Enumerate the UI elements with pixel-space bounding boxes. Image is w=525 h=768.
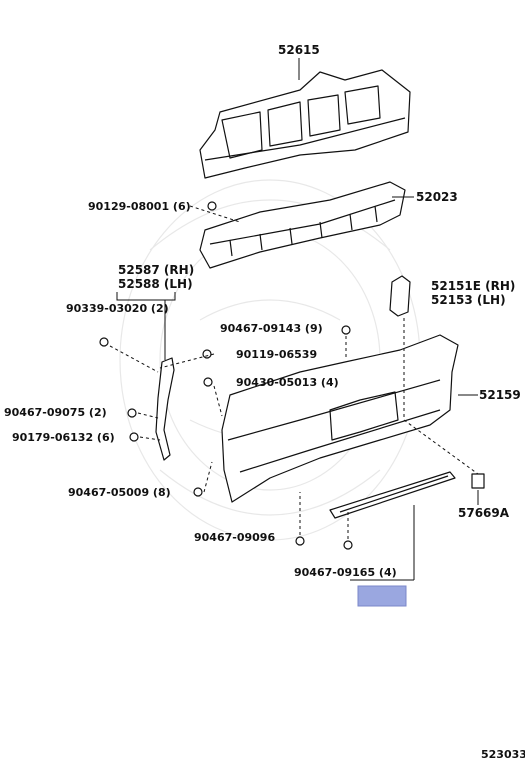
- image-code: 523033: [481, 748, 525, 761]
- fastener-90467-09165[interactable]: [343, 540, 353, 550]
- label-90467-09165: 90467-09165 (4): [294, 566, 397, 579]
- part-57669a-clip[interactable]: [471, 473, 485, 489]
- fastener-90179[interactable]: [129, 432, 139, 442]
- label-52023: 52023: [416, 190, 458, 204]
- label-90179: 90179-06132 (6): [12, 431, 115, 444]
- selected-part-highlight[interactable]: [357, 585, 407, 607]
- fastener-90430[interactable]: [203, 377, 213, 387]
- fastener-90467-09075[interactable]: [127, 408, 137, 418]
- label-52587: 52587 (RH): [118, 263, 194, 277]
- label-90467-09075: 90467-09075 (2): [4, 406, 107, 419]
- label-57669a: 57669A: [458, 506, 510, 520]
- label-90119: 90119-06539: [236, 348, 317, 361]
- label-52153: 52153 (LH): [431, 293, 506, 307]
- label-90430: 90430-05013 (4): [236, 376, 339, 389]
- fastener-90467-09143[interactable]: [341, 325, 351, 335]
- label-90339: 90339-03020 (2): [66, 302, 169, 315]
- leader-lines: [109, 58, 479, 581]
- part-52615-bracket[interactable]: [199, 69, 411, 179]
- part-lower-strip[interactable]: [329, 471, 456, 519]
- label-90467-09096: 90467-09096: [194, 531, 275, 544]
- fastener-90119[interactable]: [202, 349, 212, 359]
- label-52615: 52615: [278, 43, 320, 57]
- label-90129: 90129-08001 (6): [88, 200, 191, 213]
- part-52587-retainer[interactable]: [155, 357, 175, 461]
- fastener-90339[interactable]: [99, 337, 109, 347]
- fastener-90467-09096[interactable]: [295, 536, 305, 546]
- label-90467-05009: 90467-05009 (8): [68, 486, 171, 499]
- part-52023-reinforcement[interactable]: [199, 181, 406, 269]
- fastener-90467-05009[interactable]: [193, 487, 203, 497]
- part-52151e-bracket[interactable]: [389, 275, 411, 317]
- fasteners: [99, 201, 353, 550]
- fastener-90129[interactable]: [207, 201, 217, 211]
- label-52159: 52159: [479, 388, 521, 402]
- part-52159-bumper-cover[interactable]: [221, 334, 459, 503]
- label-52588: 52588 (LH): [118, 277, 193, 291]
- label-52151e: 52151E (RH): [431, 279, 515, 293]
- label-90467-09143: 90467-09143 (9): [220, 322, 323, 335]
